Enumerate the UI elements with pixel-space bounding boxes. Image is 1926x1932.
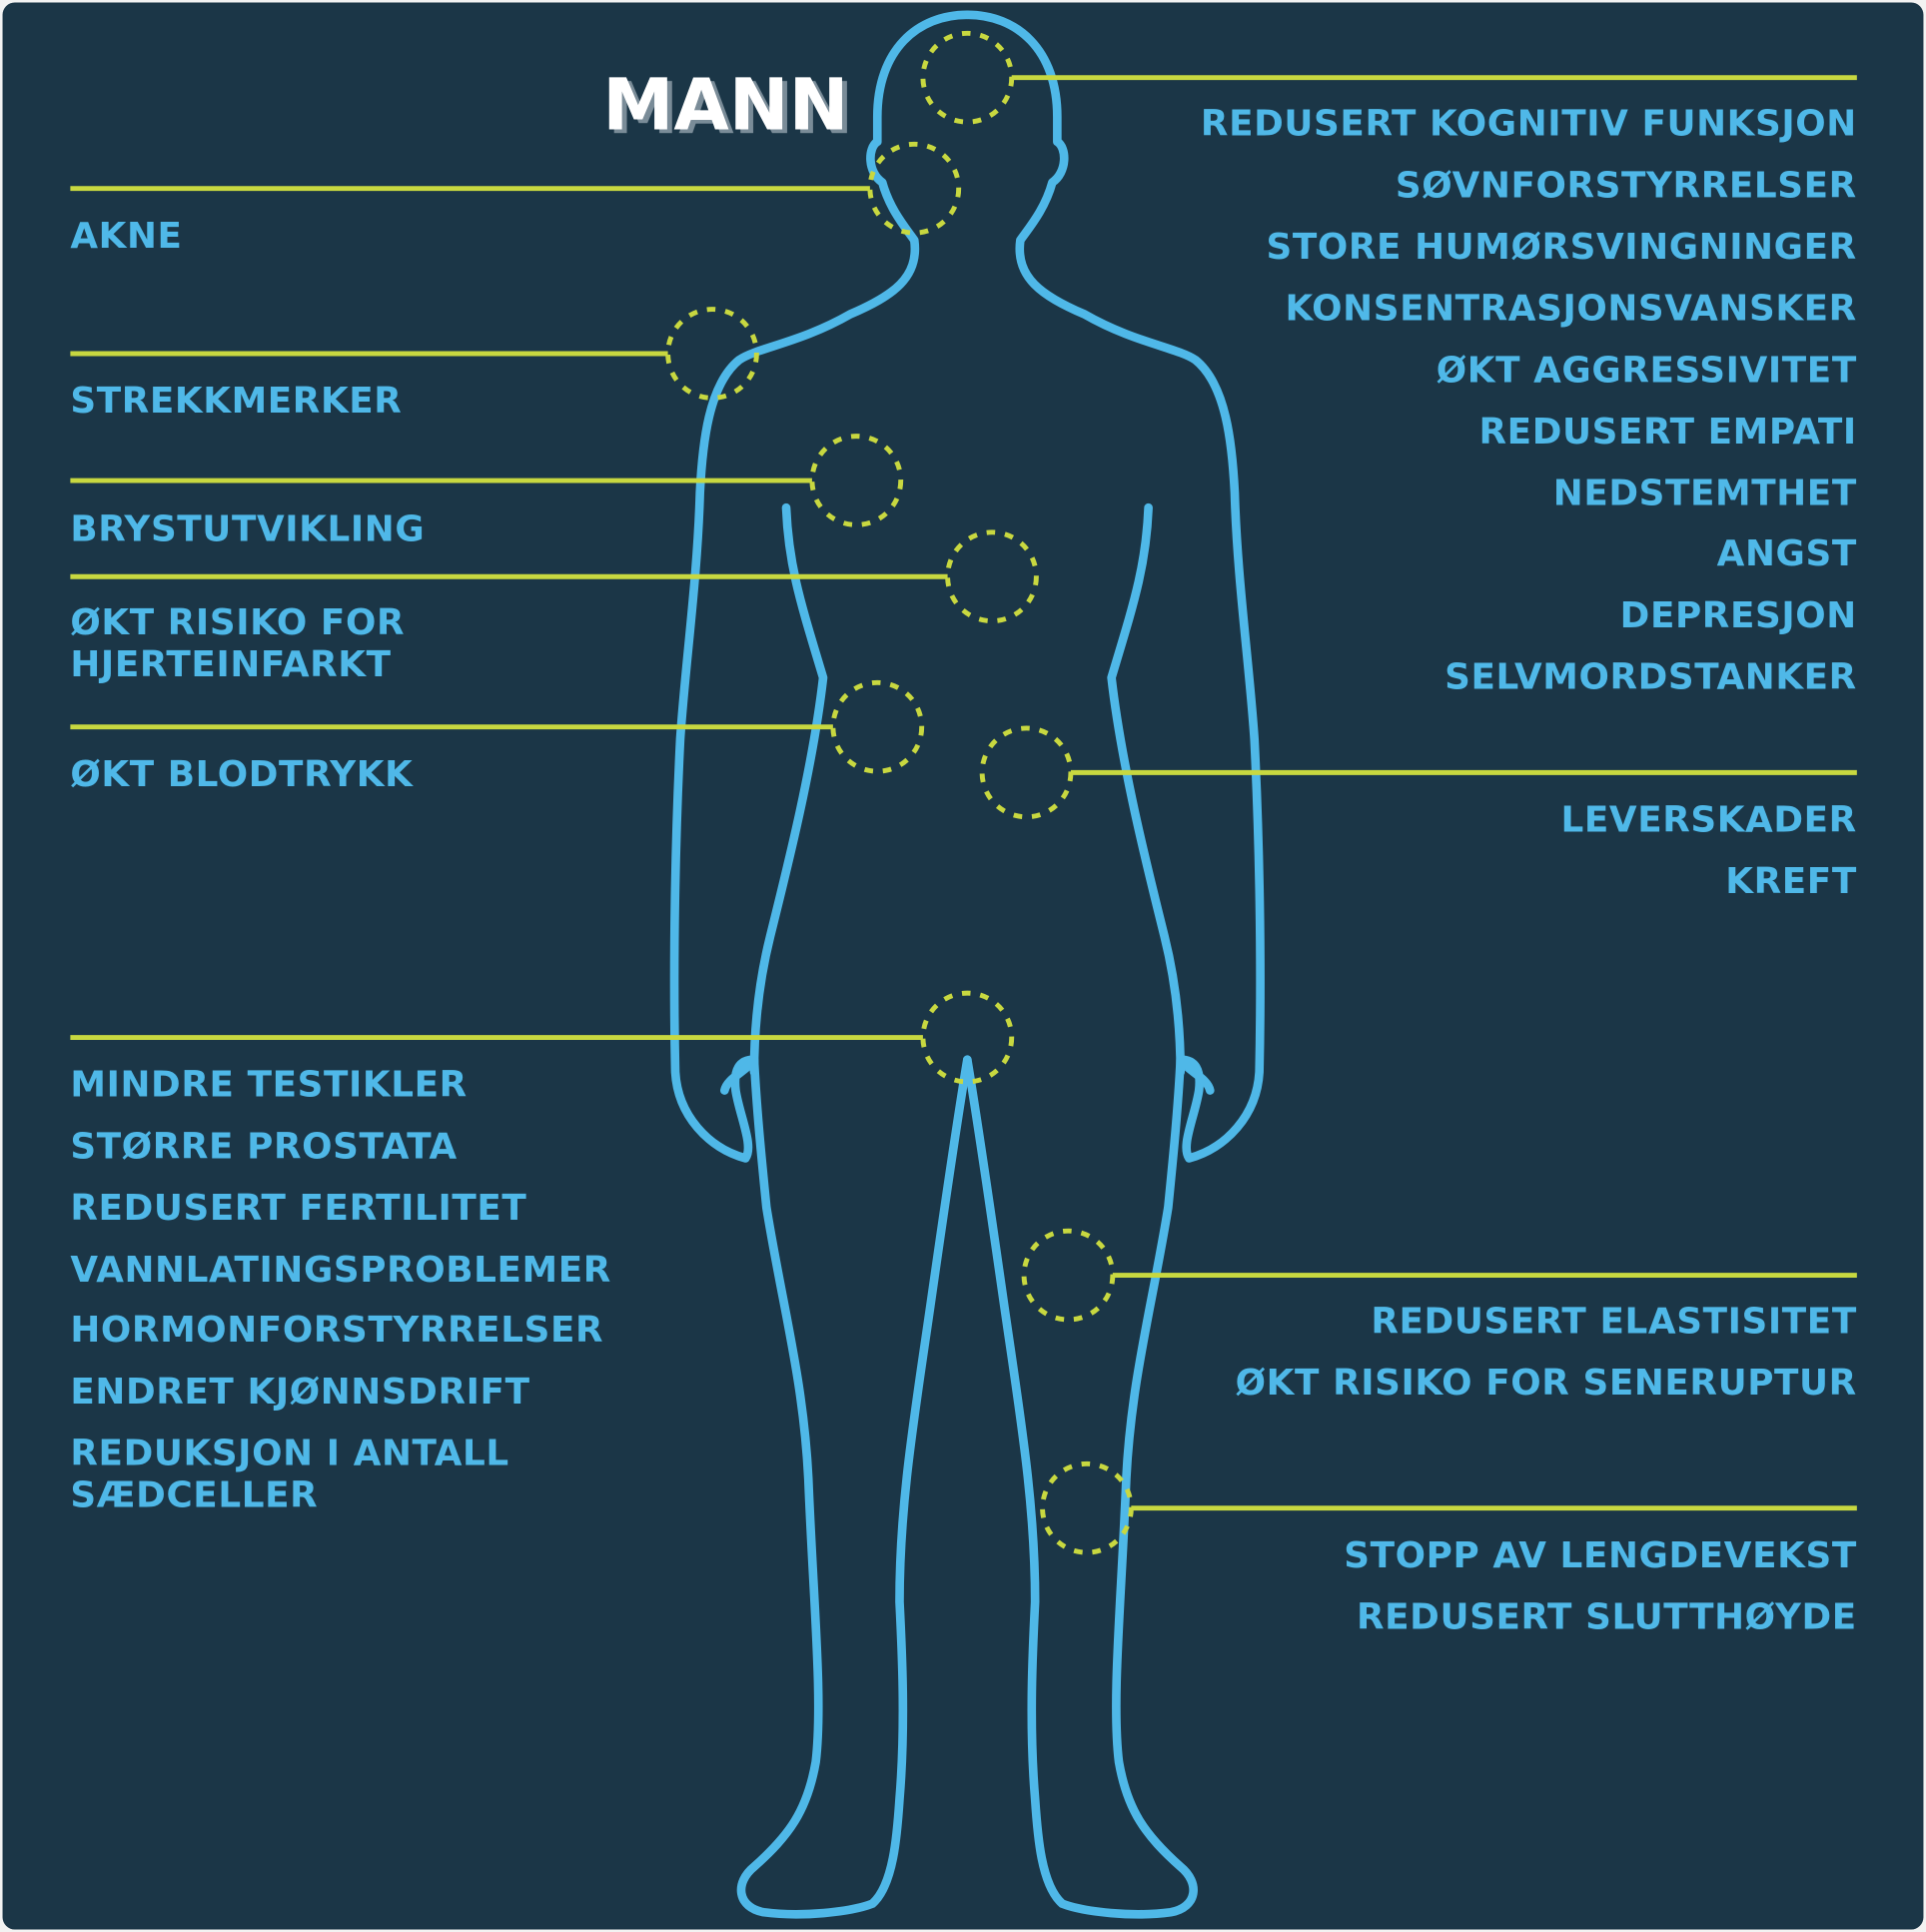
label: STOPP AV LENGDEVEKST <box>1344 1535 1857 1576</box>
label: SELVMORDSTANKER <box>1444 656 1857 697</box>
marker-blood <box>830 679 925 774</box>
label: DEPRESJON <box>1620 595 1857 636</box>
label: ANGST <box>1717 533 1857 574</box>
label: KREFT <box>1725 861 1857 902</box>
label: REDUKSJON I ANTALL <box>70 1434 508 1474</box>
right-lower-effects: LEVERSKADER KREFT REDUSERT ELASTISITET Ø… <box>1236 800 1857 1638</box>
label: REDUSERT SLUTTHØYDE <box>1357 1597 1857 1638</box>
label: ØKT RISIKO FOR SENERUPTUR <box>1236 1363 1857 1404</box>
marker-face <box>867 141 962 236</box>
label: VANNLATINGSPROBLEMER <box>70 1250 611 1291</box>
label: HORMONFORSTYRRELSER <box>70 1310 603 1351</box>
label: NEDSTEMTHET <box>1553 474 1857 514</box>
label: REDUSERT KOGNITIV FUNKSJON <box>1201 104 1857 145</box>
brain-effects: REDUSERT KOGNITIV FUNKSJON SØVNFORSTYRRE… <box>1201 104 1857 698</box>
label: ØKT BLODTRYKK <box>70 754 414 795</box>
body-outline <box>669 10 1261 1914</box>
label: KONSENTRASJONSVANSKER <box>1285 289 1856 330</box>
label: MINDRE TESTIKLER <box>70 1065 467 1106</box>
marker-chest <box>809 434 904 527</box>
marker-shoulder <box>665 307 759 401</box>
left-effects: AKNE STREKKMERKER BRYSTUTVIKLING ØKT RIS… <box>70 216 425 795</box>
label: AKNE <box>70 216 182 257</box>
label: SØVNFORSTYRRELSER <box>1396 165 1857 206</box>
label: STORE HUMØRSVINGNINGER <box>1266 227 1856 268</box>
label: REDUSERT EMPATI <box>1479 412 1857 453</box>
title: MANN <box>602 64 848 147</box>
marker-groin <box>920 990 1015 1085</box>
label: STØRRE PROSTATA <box>70 1126 457 1167</box>
marker-heart <box>945 529 1039 624</box>
label: STREKKMERKER <box>70 381 402 422</box>
label: ØKT RISIKO FOR <box>70 602 405 643</box>
label: REDUSERT ELASTISITET <box>1371 1302 1856 1343</box>
label: HJERTEINFARKT <box>70 644 391 685</box>
leader-lines <box>70 75 1857 1511</box>
label: ENDRET KJØNNSDRIFT <box>70 1372 529 1413</box>
label: BRYSTUTVIKLING <box>70 508 425 549</box>
groin-effects: MINDRE TESTIKLER STØRRE PROSTATA REDUSER… <box>70 1065 611 1516</box>
label: LEVERSKADER <box>1560 800 1856 841</box>
label: SÆDCELLER <box>70 1474 318 1515</box>
label: REDUSERT FERTILITET <box>70 1188 526 1229</box>
label: ØKT AGGRESSIVITET <box>1437 350 1857 391</box>
